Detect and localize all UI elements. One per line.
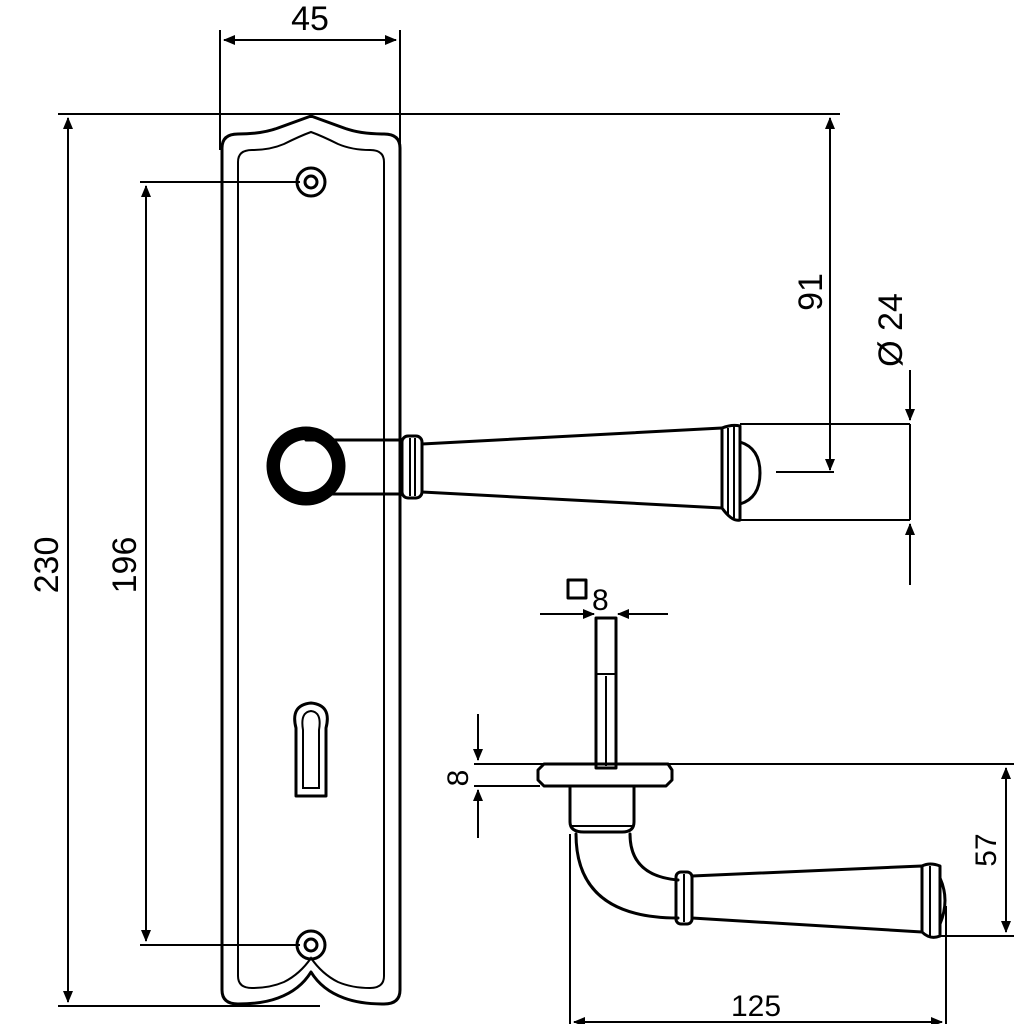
backplate-front-view: [220, 114, 402, 1006]
lever-end-dome: [738, 440, 762, 506]
keyhole: [293, 701, 329, 798]
lever-neck: [304, 438, 404, 496]
spindle-square-label: 8: [592, 584, 609, 617]
dimension-spindle-square: 8: [540, 578, 668, 619]
axis-offset-label: 91: [792, 273, 830, 311]
side-lever-body: [690, 864, 924, 934]
bottom-screw-hole: [295, 929, 327, 961]
keyhole-inner: [301, 709, 321, 789]
backplate-outline: [220, 114, 402, 1006]
dimension-rose-thickness: 8: [442, 714, 1014, 838]
lever-end-cap: [720, 423, 742, 522]
square-symbol: [566, 578, 588, 600]
rose-thickness-label: 8: [442, 770, 475, 787]
spindle: [594, 616, 618, 770]
lever-body: [420, 426, 724, 510]
rose-body: [568, 784, 636, 834]
lever-side-view: [536, 616, 947, 939]
dimension-plate-width: 45: [219, 0, 401, 150]
dimension-rose-diameter: Ø 24: [872, 293, 915, 585]
dimension-axis-offset: 91: [776, 117, 835, 473]
dimension-lever-length: 125: [569, 834, 947, 1024]
side-lever-neck: [574, 832, 680, 920]
rose-diameter-label: Ø 24: [872, 293, 910, 367]
overall-height-label: 230: [28, 537, 66, 594]
hole-spacing-label: 196: [106, 537, 144, 594]
bottom-screw-hole-inner: [303, 937, 319, 953]
dimension-hole-spacing: 196: [106, 181, 300, 946]
dimension-overall-height: 230: [28, 113, 840, 1007]
lever-projection-label: 57: [970, 833, 1003, 866]
top-screw-hole: [295, 166, 327, 198]
dimension-lever-projection: 57: [940, 767, 1014, 937]
top-screw-hole-inner: [303, 174, 319, 190]
lever-collar: [400, 434, 424, 500]
lever-length-label: 125: [731, 990, 781, 1023]
rose-ring: [268, 428, 344, 504]
plate-width-label: 45: [291, 0, 329, 38]
backplate-inner-bevel: [237, 130, 385, 990]
